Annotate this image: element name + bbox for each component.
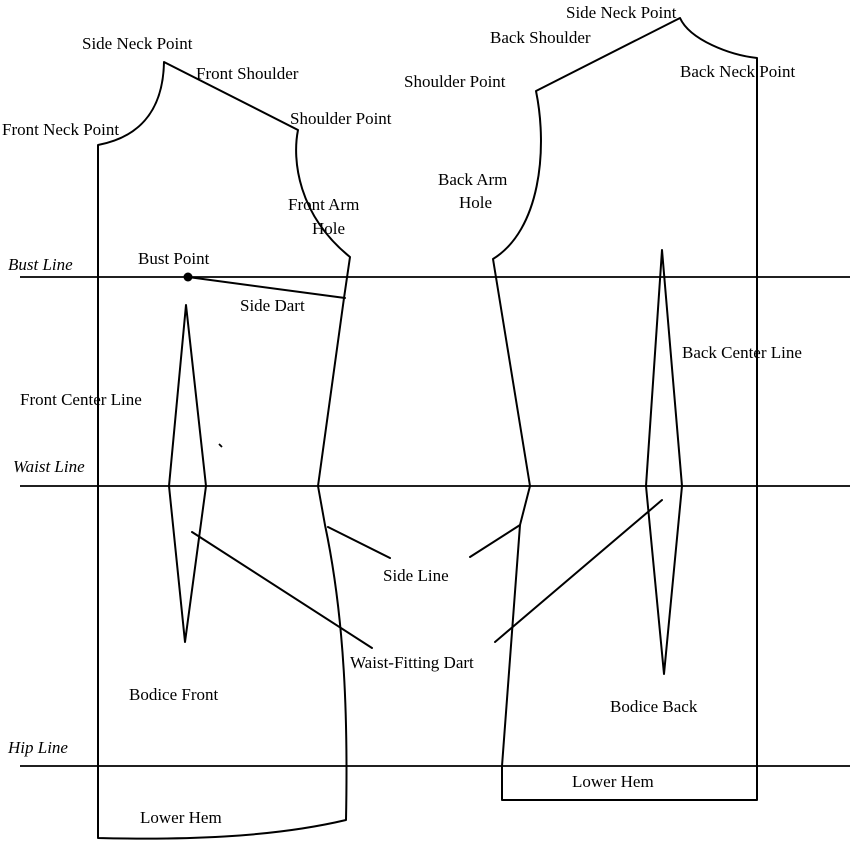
bust-point-dot: [183, 272, 193, 282]
back-arm-hole-label-2: Hole: [459, 193, 492, 212]
waist-line-label: Waist Line: [13, 457, 85, 476]
front-shoulder-label: Front Shoulder: [196, 64, 299, 83]
front-shoulder-point-label: Shoulder Point: [290, 109, 392, 128]
back-shoulder-label: Back Shoulder: [490, 28, 591, 47]
front-neck-point-label: Front Neck Point: [2, 120, 119, 139]
front-side-neck-point-label: Side Neck Point: [82, 34, 193, 53]
side-line-label: Side Line: [383, 566, 449, 585]
back-waist-dart: [645, 249, 683, 675]
bodice-back-label: Bodice Back: [610, 697, 698, 716]
side-dart-label: Side Dart: [240, 296, 305, 315]
bust-line-label: Bust Line: [8, 255, 73, 274]
side-line-pointer-left: [327, 526, 391, 559]
back-center-line-label: Back Center Line: [682, 343, 802, 362]
front-arm-hole-label-1: Front Arm: [288, 195, 359, 214]
bodice-front-outline: [97, 61, 351, 840]
back-arm-hole-label-1: Back Arm: [438, 170, 507, 189]
waist-dart-pointer-right: [494, 499, 663, 643]
waist-fitting-dart-label: Waist-Fitting Dart: [350, 653, 474, 672]
waist-dart-pointer-left: [191, 531, 373, 649]
side-dart-line: [187, 276, 346, 299]
back-side-neck-point-label: Side Neck Point: [566, 3, 677, 22]
back-shoulder-point-label: Shoulder Point: [404, 72, 506, 91]
small-mark: [218, 443, 223, 448]
front-arm-hole-label-2: Hole: [312, 219, 345, 238]
back-lower-hem-label: Lower Hem: [572, 772, 654, 791]
hip-line-label: Hip Line: [7, 738, 68, 757]
front-lower-hem-label: Lower Hem: [140, 808, 222, 827]
side-line-pointer-right: [469, 524, 521, 558]
front-center-line-label: Front Center Line: [20, 390, 142, 409]
front-waist-dart: [168, 304, 207, 643]
bodice-front-label: Bodice Front: [129, 685, 219, 704]
bodice-back-outline: [492, 17, 758, 801]
bust-point-label: Bust Point: [138, 249, 210, 268]
back-neck-point-label: Back Neck Point: [680, 62, 795, 81]
